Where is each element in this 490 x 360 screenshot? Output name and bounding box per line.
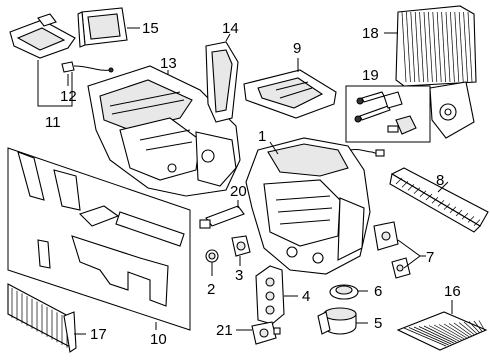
callout-9: 9 [293, 40, 301, 57]
part-12-connector [61, 61, 114, 73]
callout-20: 20 [230, 183, 247, 200]
fin-line [419, 11, 424, 83]
fin-line [467, 216, 475, 223]
fin-line [428, 11, 433, 83]
callout-13: 13 [160, 55, 177, 72]
part-10-trim-group [7, 147, 191, 331]
part-20-bracket [199, 205, 245, 229]
fin-line [458, 11, 464, 83]
part-2-grommet [205, 249, 219, 263]
callout-14: 14 [222, 20, 239, 37]
part-15-display-bezel [77, 7, 128, 48]
part-3-actuator-seal [231, 235, 251, 257]
fin-line [445, 11, 451, 83]
callout-3: 3 [235, 267, 243, 284]
fin-line [432, 11, 438, 83]
part-8-air-filter-frame [389, 167, 489, 233]
fin-line [419, 190, 427, 198]
fin-line [395, 177, 403, 185]
fin-line [413, 326, 452, 345]
callout-2: 2 [207, 281, 215, 298]
callout-18: 18 [362, 25, 379, 42]
callout-21: 21 [216, 322, 233, 339]
fin-line [443, 323, 467, 339]
fin-line [455, 209, 463, 217]
fin-line [441, 11, 446, 83]
part-9-cover-tray [243, 69, 337, 119]
callout-17: 17 [90, 326, 107, 343]
fin-line [438, 324, 465, 340]
fin-line [436, 11, 442, 83]
fin-line [428, 325, 460, 342]
leader-8 [437, 181, 449, 193]
fin-line [467, 11, 473, 83]
fin-line [401, 180, 409, 188]
fin-line [463, 11, 468, 83]
fin-line [418, 326, 454, 344]
leader-1 [269, 141, 279, 155]
callout-6: 6 [374, 283, 382, 300]
part-19-fastener-kit [345, 85, 431, 143]
part-1-hvac-case [245, 137, 385, 275]
fin-line [423, 11, 429, 83]
part-5-blower-motor [317, 307, 357, 335]
fin-line [449, 206, 457, 214]
fin-line [454, 11, 460, 83]
fin-line [413, 187, 421, 194]
fin-line [414, 11, 420, 83]
fin-line [437, 200, 445, 207]
part-17-heater-core [7, 283, 77, 353]
fin-line [458, 322, 475, 336]
fin-line [461, 212, 469, 220]
callout-7: 7 [426, 249, 434, 266]
part-11-duct-panel [9, 13, 76, 59]
fin-line [450, 11, 455, 83]
fin-line [431, 196, 439, 204]
part-6-seal-ring [329, 284, 359, 300]
callout-16: 16 [444, 283, 461, 300]
part-16-cabin-filter [396, 311, 488, 351]
fin-line [473, 219, 481, 226]
fin-line [468, 321, 481, 334]
callout-19: 19 [362, 67, 379, 84]
callout-4: 4 [302, 288, 310, 305]
fin-line [463, 321, 478, 335]
fin-line [401, 11, 407, 83]
fin-line [410, 11, 416, 83]
callout-1: 1 [258, 128, 266, 145]
fin-line [478, 320, 486, 332]
callout-5: 5 [374, 315, 382, 332]
callout-12: 12 [60, 88, 77, 105]
leader-11-bracket [37, 60, 73, 107]
callout-8: 8 [436, 172, 444, 189]
fin-line [433, 324, 462, 341]
fin-line [453, 322, 473, 337]
fin-line [407, 184, 415, 191]
fin-line [406, 11, 411, 83]
part-18-evaporator-core [395, 5, 477, 139]
part-4-actuator-plate [255, 265, 285, 325]
fin-line [423, 325, 457, 343]
fin-line [473, 320, 483, 333]
fin-line [443, 203, 451, 210]
leader-14 [225, 33, 231, 42]
part-7-actuators [373, 221, 411, 279]
fin-line [448, 323, 470, 338]
fin-line [425, 193, 433, 201]
callout-10: 10 [150, 331, 167, 348]
fin-line [408, 327, 449, 346]
part-21-sensor [251, 321, 281, 345]
callout-11: 11 [45, 114, 61, 131]
callout-15: 15 [142, 20, 159, 37]
fin-line [403, 327, 447, 347]
part-14-vertical-duct [205, 41, 239, 123]
hvac-housing-left-assembly [87, 65, 241, 197]
